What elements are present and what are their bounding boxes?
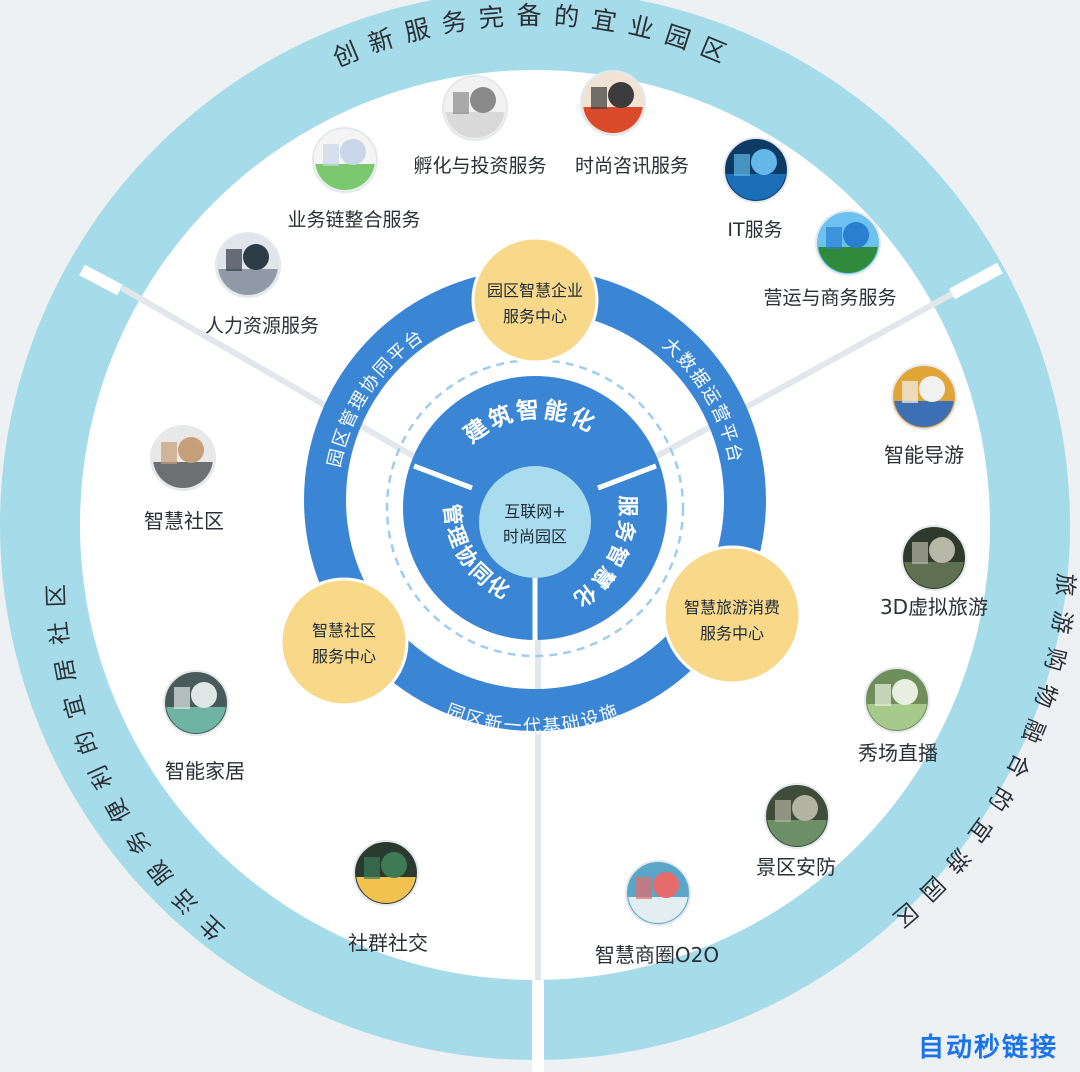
center-node-top-line2: 服务中心 (503, 307, 567, 326)
service-label: IT服务 (727, 219, 782, 241)
service-item: 智能家居 (163, 670, 245, 783)
service-item: 人力资源服务 (205, 232, 319, 337)
service-item: 智慧商圈O2O (595, 860, 719, 967)
sector-line-right (597, 463, 657, 491)
service-label: 秀场直播 (858, 741, 938, 765)
service-label: 智能家居 (165, 759, 245, 783)
hr-icon (215, 232, 281, 298)
service-item: 3D虚拟旅游 (880, 525, 988, 619)
center-line2: 时尚园区 (503, 527, 567, 546)
service-label: 业务链整合服务 (287, 209, 420, 231)
service-label: 智慧社区 (144, 509, 224, 533)
service-label: 时尚咨讯服务 (575, 155, 689, 177)
center-node-top: 园区智慧企业 服务中心 (471, 236, 599, 364)
service-item: 营运与商务服务 (763, 210, 897, 309)
center-node-top-line1: 园区智慧企业 (487, 281, 583, 300)
separator-right (949, 262, 1003, 300)
service-item: 智能导游 (884, 364, 964, 467)
center-node-right-line2: 服务中心 (700, 624, 764, 643)
center-node-right: 智慧旅游消费 服务中心 (662, 545, 802, 685)
spoke-right (648, 291, 954, 463)
social-icon (353, 840, 419, 906)
service-item: 孵化与投资服务 (413, 75, 547, 177)
service-label: 社群社交 (348, 931, 428, 955)
consulting-icon (580, 70, 646, 136)
sector-line-left (413, 463, 473, 491)
security-icon (764, 783, 830, 849)
service-item: 景区安防 (756, 783, 836, 879)
center-node-left: 智慧社区 服务中心 (279, 577, 409, 707)
virtual-tour-icon (901, 525, 967, 591)
service-item: 智慧社区 (144, 425, 224, 533)
center-node-right-line1: 智慧旅游消费 (684, 598, 780, 617)
service-label: 营运与商务服务 (763, 287, 896, 309)
service-label: 智慧商圈O2O (595, 943, 719, 967)
service-item: IT服务 (723, 137, 789, 241)
dashed-ring (385, 358, 685, 658)
service-label: 孵化与投资服务 (413, 155, 546, 177)
it-icon (723, 137, 789, 203)
service-item: 业务链整合服务 (287, 127, 421, 231)
o2o-icon (625, 860, 691, 926)
service-label: 智能导游 (884, 443, 964, 467)
spoke-left (120, 285, 422, 463)
separator-left (79, 264, 123, 296)
business-chain-icon (312, 127, 378, 193)
incubation-icon (442, 75, 508, 141)
service-label: 3D虚拟旅游 (880, 595, 988, 619)
live-show-icon (864, 667, 930, 733)
service-label: 景区安防 (756, 855, 836, 879)
center-line1: 互联网+ (504, 502, 565, 521)
service-item: 社群社交 (348, 840, 428, 955)
smart-home-icon (163, 670, 229, 736)
community-icon (150, 425, 216, 491)
center-node-left-line2: 服务中心 (312, 647, 376, 666)
watermark-logo: 自动秒链接 (917, 1033, 1058, 1063)
service-label: 人力资源服务 (205, 315, 319, 337)
service-item: 秀场直播 (858, 667, 938, 765)
center-circle (479, 466, 591, 578)
center-node-left-line1: 智慧社区 (312, 621, 376, 640)
service-item: 时尚咨讯服务 (575, 70, 689, 177)
globe-icon (815, 210, 881, 276)
smart-guide-icon (891, 364, 957, 430)
